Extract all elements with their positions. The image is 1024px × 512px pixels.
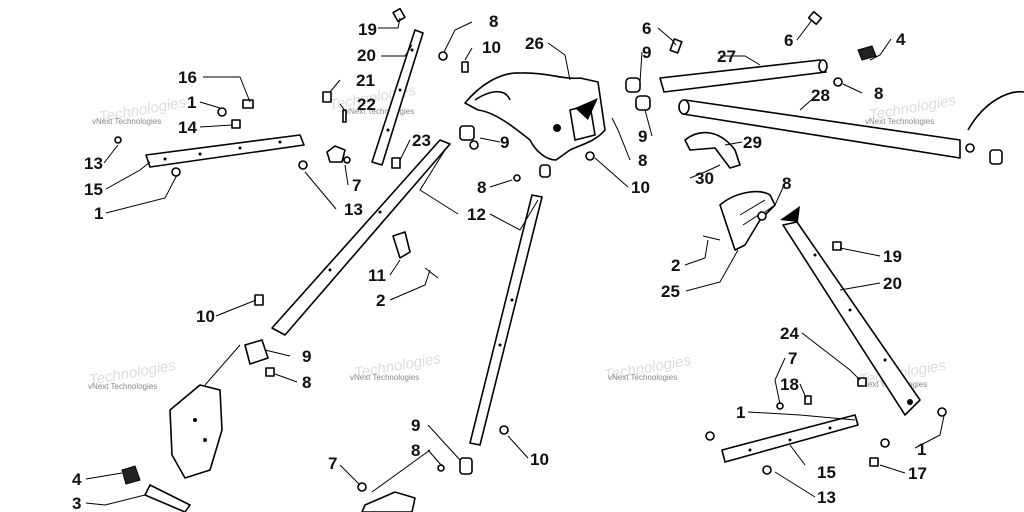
callout-7: 7 <box>328 454 337 473</box>
callout-20: 20 <box>357 46 376 65</box>
callout-18: 18 <box>780 375 799 394</box>
callout-8: 8 <box>874 84 883 103</box>
callout-21: 21 <box>356 71 375 90</box>
callout-19: 19 <box>358 20 377 39</box>
callout-30: 30 <box>695 169 714 188</box>
callout-3: 3 <box>72 494 81 512</box>
callout-12: 12 <box>467 205 486 224</box>
callout-10: 10 <box>482 38 501 57</box>
callout-10: 10 <box>631 178 650 197</box>
bottom-center-casting <box>361 491 416 512</box>
callout-1: 1 <box>94 204 103 223</box>
tube-12-center <box>469 194 543 446</box>
right-edge-hose <box>967 90 1024 131</box>
callout-10: 10 <box>196 307 215 326</box>
callout-6: 6 <box>642 19 651 38</box>
callout-13: 13 <box>84 154 103 173</box>
callout-6: 6 <box>784 31 793 50</box>
callout-27: 27 <box>717 47 736 66</box>
hardware-bolts-nuts <box>114 7 1003 492</box>
callout-7: 7 <box>352 176 361 195</box>
tube-12-left <box>271 139 451 336</box>
plate-25 <box>719 190 776 251</box>
callout-9: 9 <box>302 347 311 366</box>
pointer-arrow-top <box>575 98 598 120</box>
callout-24: 24 <box>780 324 799 343</box>
callout-13: 13 <box>817 488 836 507</box>
callout-15: 15 <box>84 180 103 199</box>
steering-head-casting <box>464 72 606 161</box>
right-lower-bracket <box>721 414 859 463</box>
callout-1: 1 <box>187 93 196 112</box>
right-brace-bar <box>782 221 921 416</box>
watermark-text: vNext Technologies <box>345 107 414 116</box>
callout-26: 26 <box>525 34 544 53</box>
callout-10: 10 <box>530 450 549 469</box>
callout-8: 8 <box>302 373 311 392</box>
watermark-text: vNext Technologies <box>608 373 677 382</box>
callout-4: 4 <box>896 30 906 49</box>
callout-22: 22 <box>357 95 376 114</box>
callout-20: 20 <box>883 274 902 293</box>
callout-8: 8 <box>411 441 420 460</box>
callout-8: 8 <box>782 174 791 193</box>
callout-16: 16 <box>178 68 197 87</box>
watermark-text: vNext Technologies <box>92 117 161 126</box>
callout-9: 9 <box>642 43 651 62</box>
watermark-text: vNext Technologies <box>88 382 157 391</box>
callout-8: 8 <box>638 151 647 170</box>
callout-labels: 19 8 20 10 26 6 9 27 6 4 16 21 1 22 14 2… <box>72 12 927 512</box>
left-upper-bracket <box>145 134 305 168</box>
bottom-left-bracket <box>144 484 191 512</box>
callout-15: 15 <box>817 463 836 482</box>
callout-14: 14 <box>178 118 197 137</box>
callout-1: 1 <box>736 403 745 422</box>
tube-27 <box>659 59 828 93</box>
watermark-text: vNext Technologies <box>865 117 934 126</box>
callout-9: 9 <box>411 416 420 435</box>
callout-4: 4 <box>72 470 82 489</box>
parts <box>114 7 1024 512</box>
callout-19: 19 <box>883 247 902 266</box>
callout-9: 9 <box>638 127 647 146</box>
callout-8: 8 <box>489 12 498 31</box>
callout-17: 17 <box>908 464 927 483</box>
watermark-text: vNext Technologies <box>350 373 419 382</box>
callout-13: 13 <box>344 200 363 219</box>
callout-1: 1 <box>917 440 926 459</box>
callout-29: 29 <box>743 133 762 152</box>
callout-2: 2 <box>671 256 680 275</box>
callout-2: 2 <box>376 291 385 310</box>
callout-11: 11 <box>368 266 386 285</box>
upper-brace-bar <box>371 29 424 166</box>
callout-7: 7 <box>788 349 797 368</box>
leader-lines <box>85 17 945 506</box>
lower-left-mount <box>169 384 223 479</box>
callout-25: 25 <box>661 282 680 301</box>
bracket-29 <box>684 131 741 169</box>
callout-23: 23 <box>412 131 431 150</box>
callout-9: 9 <box>500 133 509 152</box>
pointer-arrow-right <box>780 206 800 222</box>
callout-8: 8 <box>477 178 486 197</box>
tube-28 <box>678 99 961 159</box>
callout-28: 28 <box>811 86 830 105</box>
